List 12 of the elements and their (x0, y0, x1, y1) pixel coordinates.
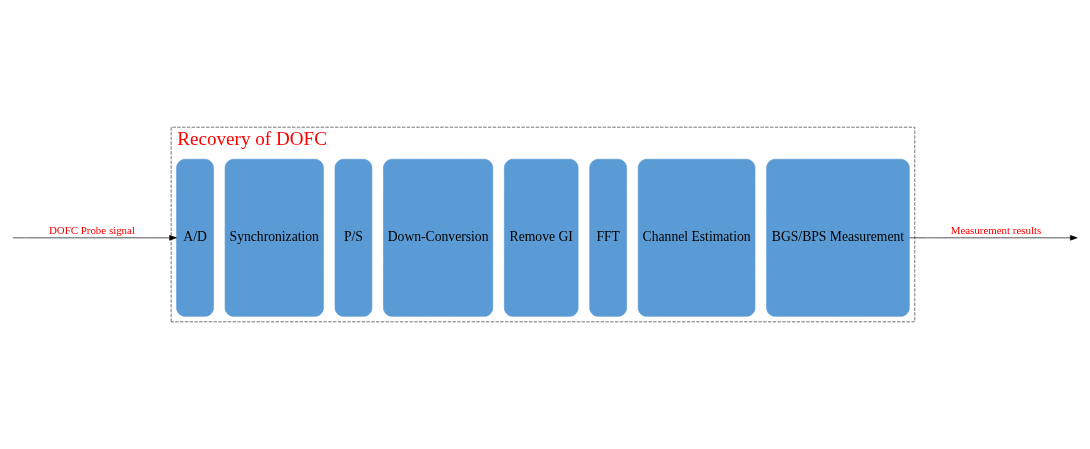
arrow (909, 235, 1078, 241)
node-box: Remove GI (504, 158, 579, 317)
node-box: FFT (589, 158, 627, 317)
node-box: P/S (334, 158, 373, 317)
edge-label: DOFC Probe signal (48, 224, 135, 237)
node-box: BGS/BPS Measurement (766, 158, 910, 317)
node-box: Channel Estimation (637, 158, 756, 317)
node-box: Down-Conversion (383, 158, 494, 317)
node-box: A/D (176, 158, 214, 317)
node-box: Synchronization (224, 158, 324, 317)
arrow (12, 235, 177, 241)
edge-label: Measurement results (950, 224, 1042, 237)
